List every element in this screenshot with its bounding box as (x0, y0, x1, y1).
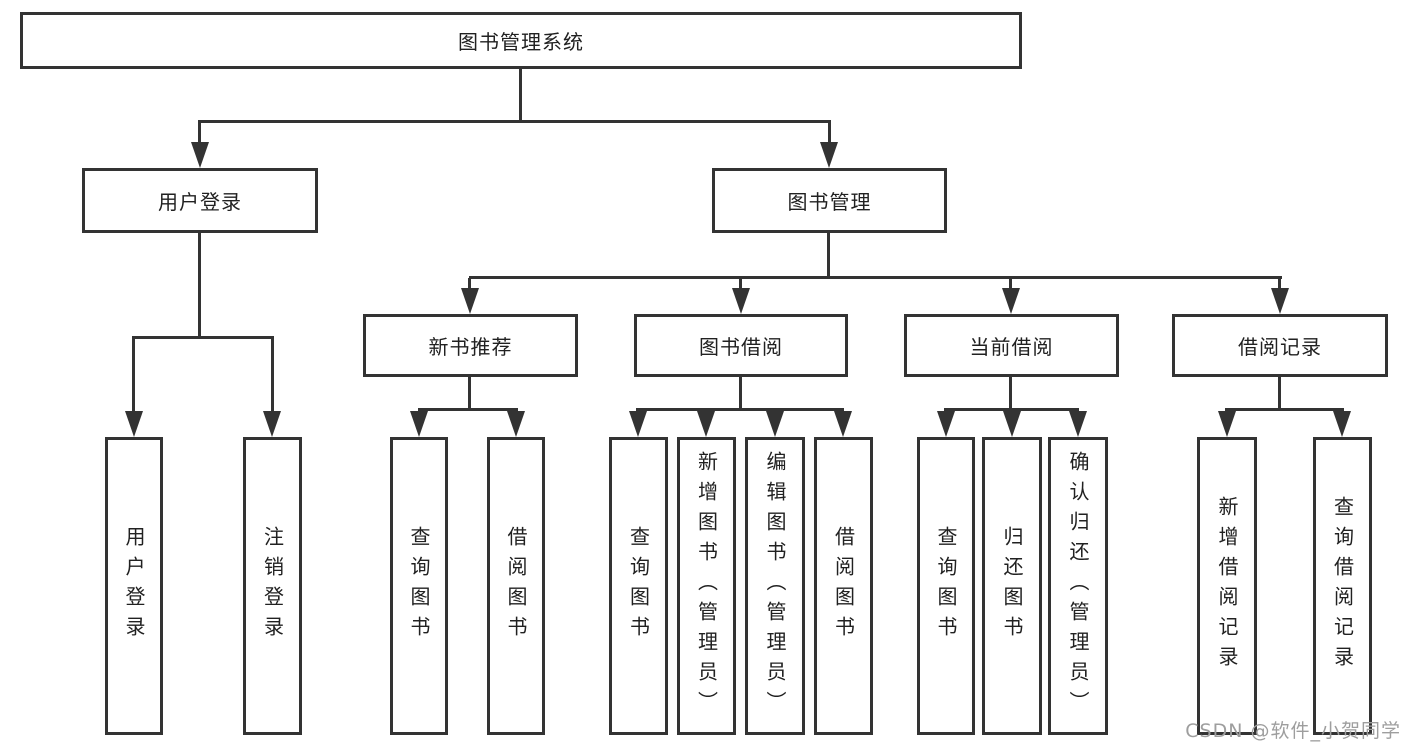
connector-l1-arm-right (828, 121, 831, 146)
connector-book-borrowing-split (636, 408, 844, 411)
arrow-to-new-book-recommendation (461, 288, 479, 314)
arrow-to-leaf-add-books-admin (697, 411, 715, 437)
leaf-confirm-return-admin: 确认归还（管理员） (1048, 437, 1108, 735)
node-root: 图书管理系统 (20, 12, 1022, 69)
arrow-to-leaf-borrow-books-recommend (507, 411, 525, 437)
leaf-edit-books-admin: 编辑图书（管理员） (745, 437, 805, 735)
arrow-to-current-borrowing (1002, 288, 1020, 314)
connector-l2-arm-1 (468, 278, 471, 292)
node-book-management-label: 图书管理 (787, 190, 872, 214)
leaf-borrow-books-recommend-label: 借阅图书 (504, 526, 528, 646)
leaf-query-books-borrowing-label: 查询图书 (626, 526, 651, 646)
leaf-add-borrow-record-label: 新增借阅记录 (1215, 496, 1239, 676)
arrow-to-user-login (191, 142, 209, 168)
connector-borrowing-records-stem (1278, 377, 1281, 411)
leaf-add-books-admin: 新增图书（管理员） (677, 437, 736, 735)
arrow-to-leaf-query-books-recommend (410, 411, 428, 437)
arrow-to-leaf-logout (263, 411, 281, 437)
connector-l2-split (469, 276, 1282, 279)
arrow-to-leaf-user-login (125, 411, 143, 437)
node-book-borrowing: 图书借阅 (634, 314, 848, 377)
leaf-query-books-recommend-label: 查询图书 (407, 526, 431, 646)
arrow-to-leaf-query-books-current (937, 411, 955, 437)
arrow-to-leaf-return-books (1003, 411, 1021, 437)
connector-current-borrowing-split (944, 408, 1079, 411)
connector-new-book-stem (468, 377, 471, 411)
connector-book-management-stem (827, 233, 830, 279)
node-root-label: 图书管理系统 (458, 30, 584, 54)
connector-user-login-arm-left (132, 338, 135, 415)
arrow-to-book-borrowing (732, 288, 750, 314)
connector-l1-split (198, 120, 831, 123)
leaf-borrow-books-borrowing: 借阅图书 (814, 437, 873, 735)
connector-current-borrowing-stem (1009, 377, 1012, 411)
leaf-query-borrow-record-label: 查询借阅记录 (1330, 496, 1355, 676)
connector-l2-arm-2 (739, 278, 742, 292)
node-borrowing-records-label: 借阅记录 (1238, 335, 1322, 359)
arrow-to-borrowing-records (1271, 288, 1289, 314)
arrow-to-book-management (820, 142, 838, 168)
node-borrowing-records: 借阅记录 (1172, 314, 1388, 377)
leaf-user-login-label: 用户登录 (122, 526, 146, 646)
node-book-management: 图书管理 (712, 168, 947, 233)
node-new-book-recommendation-label: 新书推荐 (428, 335, 513, 359)
connector-borrowing-records-split (1225, 408, 1344, 411)
node-user-login: 用户登录 (82, 168, 318, 233)
leaf-query-books-current: 查询图书 (917, 437, 975, 735)
connector-l2-arm-3 (1009, 278, 1012, 292)
leaf-add-borrow-record: 新增借阅记录 (1197, 437, 1257, 735)
connector-user-login-arm-right (271, 338, 274, 415)
arrow-to-leaf-edit-books-admin (766, 411, 784, 437)
node-user-login-label: 用户登录 (158, 190, 242, 214)
leaf-add-books-admin-label: 新增图书（管理员） (694, 451, 719, 721)
connector-book-borrowing-stem (739, 377, 742, 411)
arrow-to-leaf-borrow-books-borrowing (834, 411, 852, 437)
watermark: CSDN @软件_小贺同学 (1185, 720, 1401, 742)
leaf-return-books-label: 归还图书 (1000, 526, 1024, 646)
node-book-borrowing-label: 图书借阅 (699, 335, 783, 359)
arrow-to-leaf-add-borrow-record (1218, 411, 1236, 437)
leaf-query-books-recommend: 查询图书 (390, 437, 448, 735)
connector-root-stem (519, 68, 522, 121)
leaf-logout: 注销登录 (243, 437, 302, 735)
leaf-return-books: 归还图书 (982, 437, 1042, 735)
connector-user-login-stem (198, 233, 201, 339)
node-new-book-recommendation: 新书推荐 (363, 314, 578, 377)
leaf-edit-books-admin-label: 编辑图书（管理员） (763, 451, 787, 721)
connector-user-login-split (132, 336, 274, 339)
connector-l1-arm-left (198, 121, 201, 146)
node-current-borrowing-label: 当前借阅 (969, 335, 1054, 359)
leaf-confirm-return-admin-label: 确认归还（管理员） (1066, 451, 1090, 721)
connector-new-book-split (418, 408, 518, 411)
leaf-query-borrow-record: 查询借阅记录 (1313, 437, 1372, 735)
leaf-borrow-books-recommend: 借阅图书 (487, 437, 545, 735)
leaf-borrow-books-borrowing-label: 借阅图书 (831, 526, 856, 646)
leaf-logout-label: 注销登录 (260, 526, 285, 646)
leaf-query-books-borrowing: 查询图书 (609, 437, 668, 735)
arrow-to-leaf-query-books-borrowing (629, 411, 647, 437)
arrow-to-leaf-query-borrow-record (1333, 411, 1351, 437)
connector-l2-arm-4 (1278, 278, 1281, 292)
leaf-user-login: 用户登录 (105, 437, 163, 735)
node-current-borrowing: 当前借阅 (904, 314, 1119, 377)
leaf-query-books-current-label: 查询图书 (934, 526, 958, 646)
arrow-to-leaf-confirm-return-admin (1069, 411, 1087, 437)
